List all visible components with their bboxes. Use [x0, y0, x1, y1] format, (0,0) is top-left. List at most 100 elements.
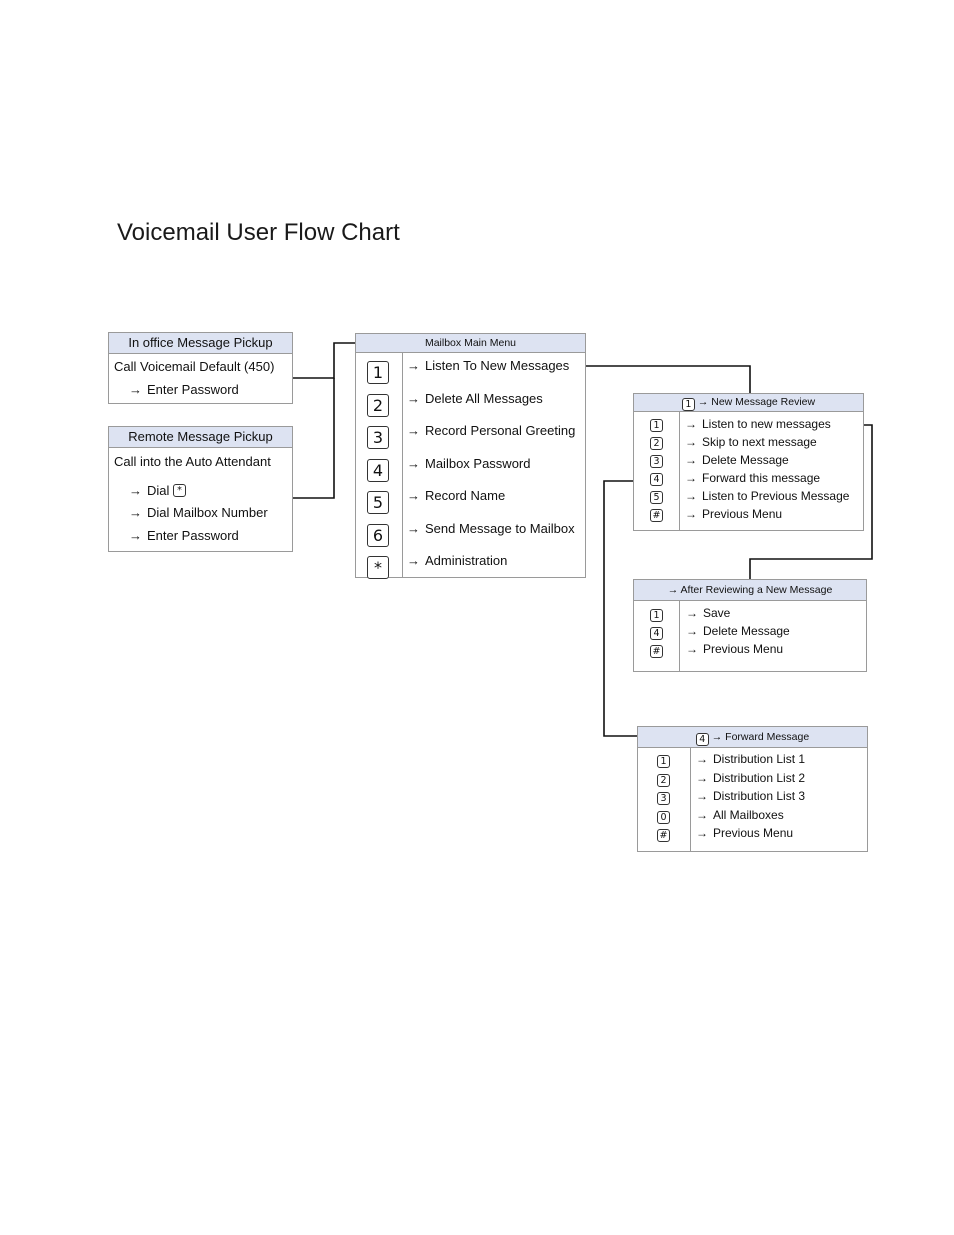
review-key-icon: 5 [650, 491, 663, 504]
after-menu-item-label: Delete Message [703, 624, 790, 638]
main-key-icon: 2 [367, 393, 389, 417]
main-menu-item-label: Delete All Messages [425, 390, 543, 406]
forward-menu-item-label: Distribution List 3 [713, 789, 806, 803]
forward-box: 4 → Forward Message 1→Distribution List … [637, 726, 868, 852]
forward-key-icon: 1 [657, 755, 670, 768]
arrow-icon: → [697, 396, 709, 408]
arrow-icon: → [711, 731, 723, 743]
remote-call-attendant: Call into the Auto Attendant [114, 454, 271, 469]
in-office-pickup-box: In office Message Pickup Call Voicemail … [108, 332, 293, 404]
remote-mailbox-row: → Dial Mailbox Number [129, 505, 268, 520]
main-key-icon: * [367, 556, 389, 579]
arrow-icon: → [685, 435, 697, 449]
main-menu-item: →Record Personal Greeting [407, 423, 575, 438]
main-menu-item-label: Send Message to Mailbox [425, 520, 575, 536]
column-divider [402, 353, 403, 577]
arrow-icon: → [407, 390, 420, 406]
forward-menu-item: → Previous Menu [696, 826, 793, 840]
arrow-icon: → [407, 488, 420, 503]
main-key-icon: 5 [367, 491, 389, 514]
arrow-icon: → [696, 789, 708, 803]
column-divider [679, 601, 680, 671]
arrow-icon: → [685, 453, 697, 467]
forward-key-icon: 3 [657, 792, 670, 805]
arrow-icon: → [129, 505, 142, 520]
review-key-icon: # [650, 509, 663, 522]
review-menu-item-label: Forward this message [702, 471, 821, 485]
forward-menu-item-label: All Mailboxes [713, 807, 784, 822]
in-office-enter-password-row: → Enter Password [129, 382, 239, 397]
forward-menu-item: → Distribution List 3 [696, 789, 805, 803]
connector-in-office [292, 342, 356, 379]
arrow-icon: → [407, 520, 420, 536]
arrow-icon: → [696, 752, 708, 766]
main-menu-item-label: Mailbox Password [425, 455, 531, 471]
arrow-icon: → [407, 423, 420, 438]
after-review-title: After Reviewing a New Message [680, 584, 833, 596]
arrow-icon: → [129, 382, 142, 397]
connector-listen-new [586, 365, 751, 394]
arrow-icon: → [685, 471, 697, 485]
forward-key-icon: 0 [657, 810, 670, 824]
main-menu-item: → Mailbox Password [407, 456, 531, 471]
review-menu-item: →Listen to new messages [685, 417, 831, 431]
after-review-header: → After Reviewing a New Message [634, 580, 866, 601]
arrow-icon: → [696, 826, 708, 840]
forward-menu-item: →Distribution List 2 [696, 771, 805, 785]
main-key-icon: 1 [367, 361, 389, 384]
new-review-title: New Message Review [711, 396, 816, 408]
review-key-icon: 4 [650, 473, 663, 486]
main-menu-item-label: Listen To New Messages [425, 358, 570, 373]
review-menu-item: → Delete Message [685, 453, 789, 467]
forward-menu-item-label: Previous Menu [713, 826, 794, 840]
arrow-icon: → [407, 455, 420, 471]
remote-dial-label: Dial [147, 483, 170, 498]
after-key-icon: # [650, 645, 663, 658]
header-key-icon: 1 [681, 398, 695, 411]
main-menu-box: Mailbox Main Menu 1→Listen To New Messag… [355, 333, 586, 579]
after-key-icon: 1 [650, 609, 663, 622]
review-menu-item-label: Listen to new messages [702, 417, 831, 431]
main-menu-item: → Delete All Messages [407, 391, 543, 406]
arrow-icon: → [685, 489, 697, 503]
main-menu-header: Mailbox Main Menu [356, 334, 585, 353]
new-review-header: 1 → New Message Review [634, 394, 863, 412]
main-key-icon: 4 [367, 458, 389, 482]
arrow-icon: → [407, 553, 420, 568]
after-key-icon: 4 [650, 627, 663, 640]
review-menu-item: → Previous Menu [685, 507, 782, 521]
remote-dial-mailbox: Dial Mailbox Number [147, 505, 268, 520]
review-menu-item: →Skip to next message [685, 435, 817, 449]
in-office-header: In office Message Pickup [109, 333, 292, 354]
review-key-icon: 2 [650, 437, 663, 450]
main-menu-item: →Record Name [407, 488, 505, 503]
review-menu-item: → Listen to Previous Message [685, 489, 849, 503]
remote-pickup-box: Remote Message Pickup Call into the Auto… [108, 426, 293, 552]
review-menu-item: → Forward this message [685, 471, 820, 485]
arrow-icon: → [129, 528, 142, 543]
in-office-enter-password: Enter Password [147, 382, 239, 397]
forward-menu-item: →All Mailboxes [696, 808, 784, 822]
forward-header: 4 → Forward Message [638, 727, 867, 748]
review-menu-item-label: Listen to Previous Message [702, 489, 850, 503]
remote-password-row: →Enter Password [129, 528, 239, 543]
main-menu-item-label: Administration [425, 553, 508, 568]
after-menu-item: →Save [686, 606, 730, 620]
forward-key-icon: 2 [657, 773, 670, 787]
main-key-icon: 3 [367, 426, 389, 449]
review-menu-item-label: Delete Message [702, 453, 789, 467]
forward-menu-item: → Distribution List 1 [696, 752, 805, 766]
main-menu-item: →Listen To New Messages [407, 358, 569, 373]
forward-key-icon: # [657, 829, 670, 842]
main-key-icon: 6 [367, 523, 389, 547]
after-menu-item-label: Save [703, 606, 731, 620]
review-menu-item-label: Previous Menu [702, 507, 783, 521]
connector-remote [292, 378, 335, 499]
forward-menu-item-label: Distribution List 1 [713, 752, 806, 766]
column-divider [679, 412, 680, 530]
review-key-icon: 3 [650, 455, 663, 468]
arrow-icon: → [686, 642, 698, 656]
arrow-icon: → [685, 507, 697, 521]
arrow-icon: → [667, 584, 679, 596]
arrow-icon: → [129, 483, 142, 498]
